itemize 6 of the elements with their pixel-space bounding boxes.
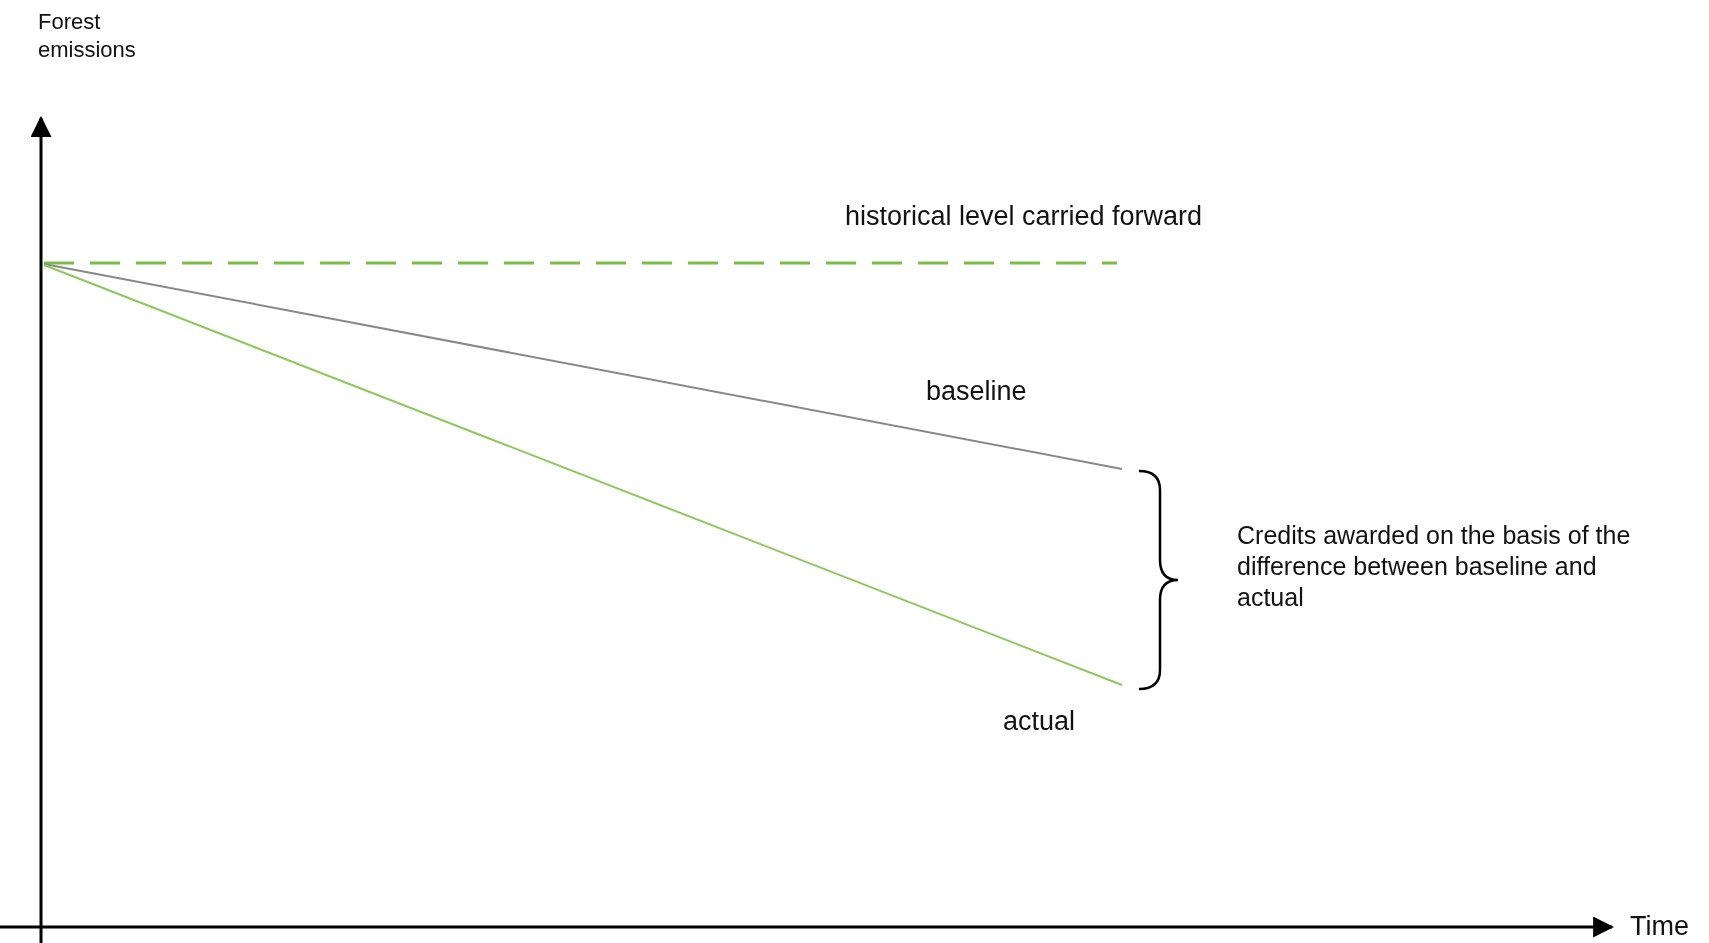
annotation-text: Credits awarded on the basis of the difference between baseline and actual bbox=[1237, 520, 1632, 613]
line-label: actual bbox=[1003, 705, 1077, 737]
axis-label: Forest emissions bbox=[38, 8, 137, 64]
axis-label: Time bbox=[1630, 910, 1690, 942]
line-label: baseline bbox=[926, 375, 1028, 407]
line-label: historical level carried forward bbox=[845, 200, 1204, 232]
